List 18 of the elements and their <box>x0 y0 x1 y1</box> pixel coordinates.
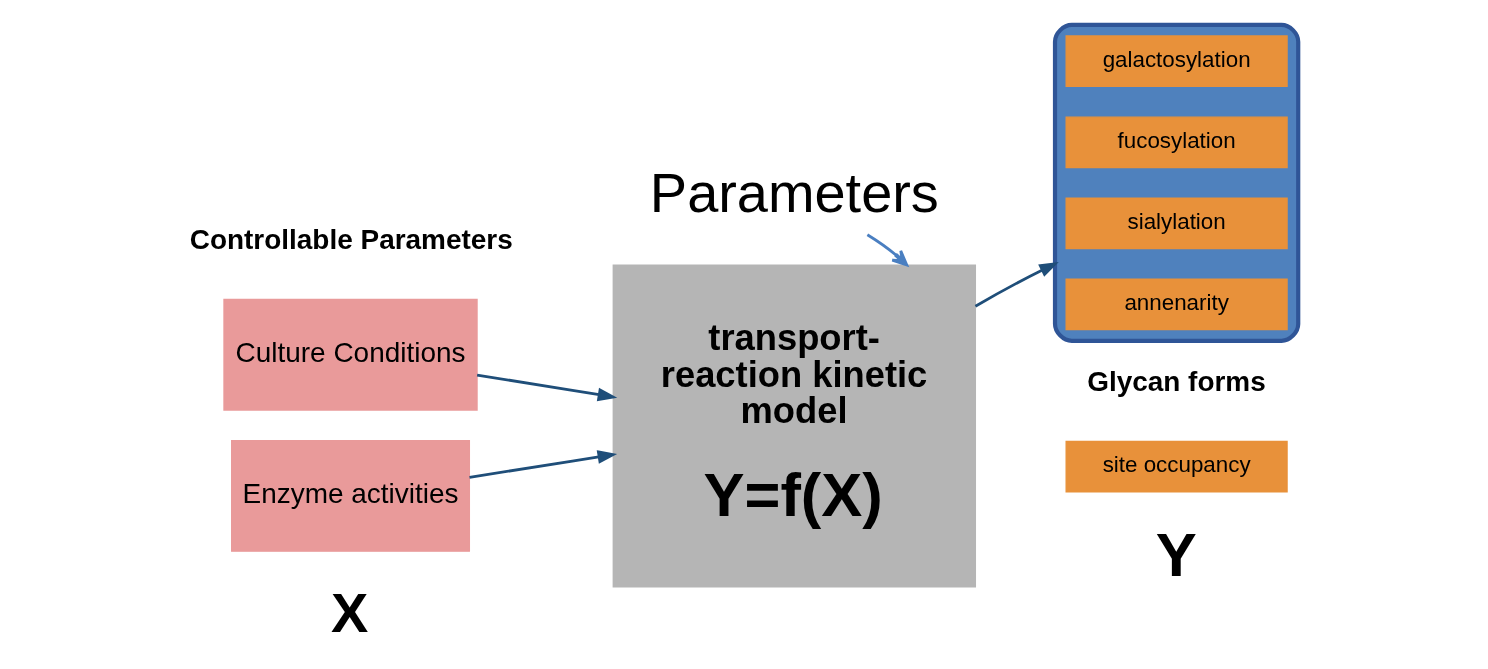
node-box: galactosylation <box>1065 35 1288 88</box>
node-box: annenarity <box>1065 278 1288 331</box>
cluster <box>1052 22 1301 343</box>
node-box: Culture Conditions <box>223 298 478 411</box>
node-box: fucosylation <box>1065 116 1288 169</box>
node-box: site occupancy <box>1065 440 1288 493</box>
label: X <box>330 580 369 644</box>
arrow <box>469 450 618 479</box>
label: Controllable Parameters <box>189 223 513 255</box>
node-text: Parameters <box>649 161 939 225</box>
node-box: sialylation <box>1065 197 1288 250</box>
label: Y <box>1155 519 1197 589</box>
arrow <box>476 373 618 402</box>
node-box: transport-reaction kinetic model Y=f(X) <box>612 264 977 588</box>
arrow <box>974 262 1059 308</box>
arrow <box>866 233 909 267</box>
label: Glycan forms <box>1087 366 1266 398</box>
node-box: Enzyme activities <box>231 440 471 552</box>
